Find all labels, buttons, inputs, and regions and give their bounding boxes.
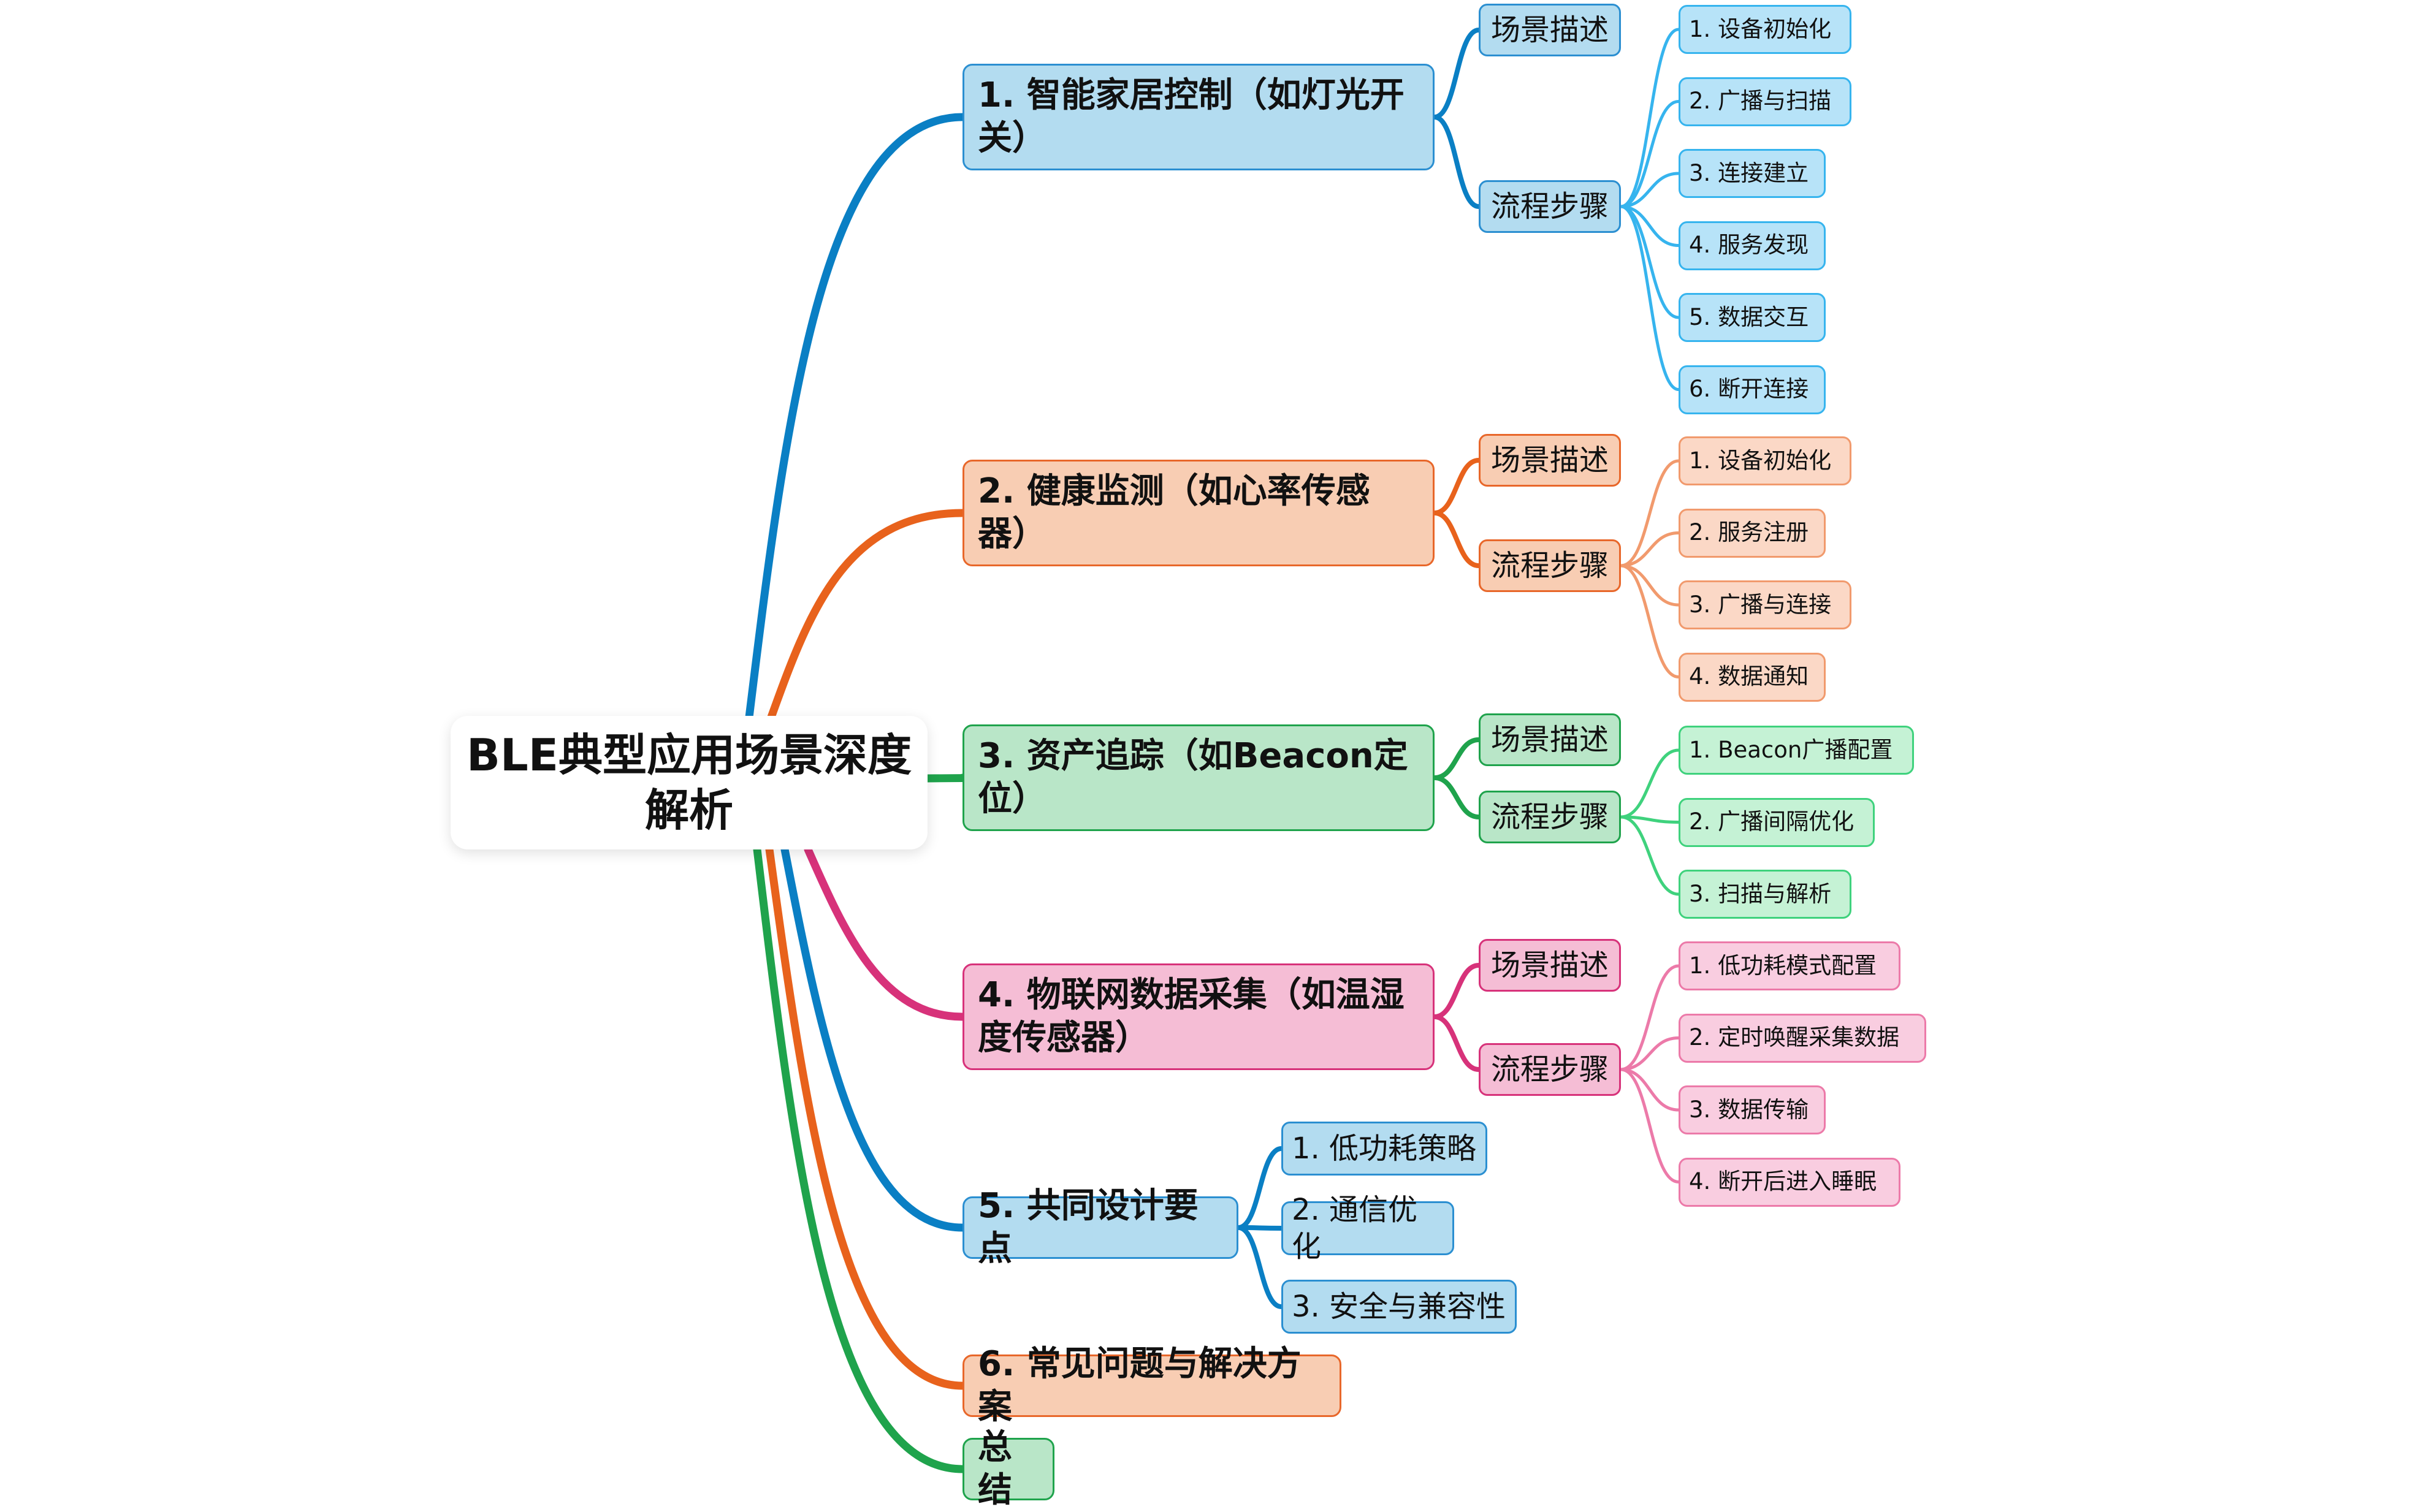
branch-1-child-1[interactable]: 场景描述 bbox=[1479, 4, 1621, 56]
branch-4-child-2[interactable]: 流程步骤 bbox=[1479, 1043, 1621, 1096]
branch-2-step-link-3 bbox=[1619, 564, 1680, 607]
branch-5-topic[interactable]: 5. 共同设计要点 bbox=[963, 1186, 1238, 1269]
branch-4-step-4[interactable]: 4. 断开后进入睡眠 bbox=[1679, 1157, 1900, 1207]
branch-2-link-2 bbox=[1432, 511, 1481, 568]
branch-4-step-2[interactable]: 2. 定时唤醒采集数据 bbox=[1679, 1013, 1926, 1063]
branch-3-step-link-3 bbox=[1619, 815, 1680, 896]
branch-2-child-1[interactable]: 场景描述 bbox=[1479, 434, 1621, 487]
branch-4-step-link-3 bbox=[1619, 1068, 1680, 1112]
branch-2-child-2[interactable]: 流程步骤 bbox=[1479, 539, 1621, 592]
branch-3-link-1 bbox=[1432, 737, 1481, 780]
branch-2-step-2[interactable]: 2. 服务注册 bbox=[1679, 508, 1826, 558]
branch-4-step-1[interactable]: 1. 低功耗模式配置 bbox=[1679, 941, 1900, 990]
branch-3-step-1[interactable]: 1. Beacon广播配置 bbox=[1679, 726, 1914, 775]
branch-5-child-3[interactable]: 3. 安全与兼容性 bbox=[1281, 1280, 1517, 1334]
branch-4-step-3[interactable]: 3. 数据传输 bbox=[1679, 1085, 1826, 1134]
branch-1-step-4[interactable]: 4. 服务发现 bbox=[1679, 221, 1826, 270]
branch-5-link-1 bbox=[1236, 1146, 1284, 1230]
branch-1-child-2[interactable]: 流程步骤 bbox=[1479, 180, 1621, 233]
branch-2-topic[interactable]: 2. 健康监测（如心率传感器） bbox=[963, 460, 1435, 566]
branch-1-step-1[interactable]: 1. 设备初始化 bbox=[1679, 5, 1851, 54]
branch-1-step-link-1 bbox=[1619, 28, 1680, 208]
branch-4-topic[interactable]: 4. 物联网数据采集（如温湿度传感器） bbox=[963, 963, 1435, 1070]
branch-1-link-2 bbox=[1432, 115, 1481, 209]
branch-1-step-link-5 bbox=[1619, 205, 1680, 319]
branch-1-step-link-3 bbox=[1619, 172, 1680, 208]
branch-4-link-2 bbox=[1432, 1014, 1481, 1072]
branch-2-step-link-2 bbox=[1619, 531, 1680, 568]
branch-1-step-3[interactable]: 3. 连接建立 bbox=[1679, 149, 1826, 198]
branch-3-step-2[interactable]: 2. 广播间隔优化 bbox=[1679, 797, 1875, 847]
branch-2-step-link-1 bbox=[1619, 459, 1680, 568]
branch-1-link-1 bbox=[1432, 28, 1481, 120]
branch-1-step-link-4 bbox=[1619, 205, 1680, 247]
branch-1-step-link-6 bbox=[1619, 205, 1680, 391]
branch-1-step-5[interactable]: 5. 数据交互 bbox=[1679, 293, 1826, 342]
root-link-2 bbox=[767, 509, 967, 721]
branch-3-step-link-1 bbox=[1619, 748, 1680, 819]
branch-3-topic[interactable]: 3. 资产追踪（如Beacon定位） bbox=[963, 724, 1435, 831]
root-link-7 bbox=[753, 845, 967, 1473]
branch-2-link-1 bbox=[1432, 458, 1481, 515]
root-topic[interactable]: BLE典型应用场景深度解析 bbox=[451, 716, 928, 849]
branch-3-step-3[interactable]: 3. 扫描与解析 bbox=[1679, 870, 1851, 919]
branch-2-step-3[interactable]: 3. 广播与连接 bbox=[1679, 580, 1851, 629]
branch-4-link-1 bbox=[1432, 963, 1481, 1019]
branch-1-step-2[interactable]: 2. 广播与扫描 bbox=[1679, 77, 1851, 126]
root-link-1 bbox=[745, 113, 967, 721]
branch-3-child-1[interactable]: 场景描述 bbox=[1479, 713, 1621, 766]
branch-2-step-link-4 bbox=[1619, 564, 1680, 678]
branch-7-topic[interactable]: 总结 bbox=[963, 1427, 1054, 1510]
branch-4-step-link-1 bbox=[1619, 964, 1680, 1071]
branch-4-child-1[interactable]: 场景描述 bbox=[1479, 939, 1621, 992]
branch-6-topic[interactable]: 6. 常见问题与解决方案 bbox=[963, 1344, 1341, 1427]
root-link-6 bbox=[765, 845, 967, 1390]
branch-2-step-4[interactable]: 4. 数据通知 bbox=[1679, 652, 1826, 702]
branch-5-child-2[interactable]: 2. 通信优化 bbox=[1281, 1193, 1454, 1264]
branch-2-step-1[interactable]: 1. 设备初始化 bbox=[1679, 436, 1851, 485]
branch-5-link-3 bbox=[1236, 1225, 1284, 1309]
root-link-4 bbox=[804, 845, 967, 1021]
branch-1-step-link-2 bbox=[1619, 100, 1680, 208]
branch-1-topic[interactable]: 1. 智能家居控制（如灯光开关） bbox=[963, 64, 1435, 170]
branch-4-step-link-2 bbox=[1619, 1036, 1680, 1071]
branch-5-child-1[interactable]: 1. 低功耗策略 bbox=[1281, 1122, 1487, 1176]
branch-3-link-2 bbox=[1432, 775, 1481, 819]
branch-1-step-6[interactable]: 6. 断开连接 bbox=[1679, 365, 1826, 414]
branch-3-child-2[interactable]: 流程步骤 bbox=[1479, 791, 1621, 843]
branch-4-step-link-4 bbox=[1619, 1068, 1680, 1183]
branch-3-step-link-2 bbox=[1619, 815, 1680, 824]
root-link-5 bbox=[780, 845, 967, 1232]
